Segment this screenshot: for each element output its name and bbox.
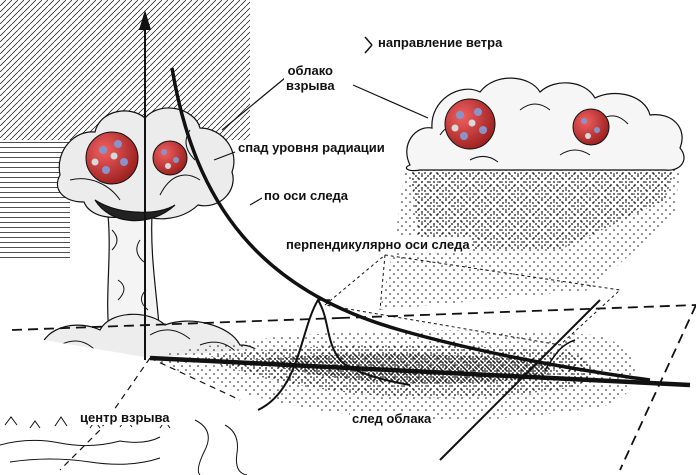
atomic-nucleus-icon [573,109,609,145]
wind-direction-label: направление ветра [376,35,504,50]
atomic-nucleus-icon [153,141,187,175]
cloud-trace-label: след облака [350,411,433,426]
atomic-nucleus-icon [445,99,495,149]
wind-arrow-icon [365,37,372,53]
explosion-cloud-label: облако взрыва [284,63,337,93]
atomic-nucleus-icon [86,132,138,184]
radiation-decline-label: спад уровня радиации [236,140,387,155]
explosion-center-label: центр взрыва [78,410,172,425]
perpendicular-trace-axis-label: перпендикулярно оси следа [284,237,472,252]
along-trace-axis-label: по оси следа [262,188,350,203]
